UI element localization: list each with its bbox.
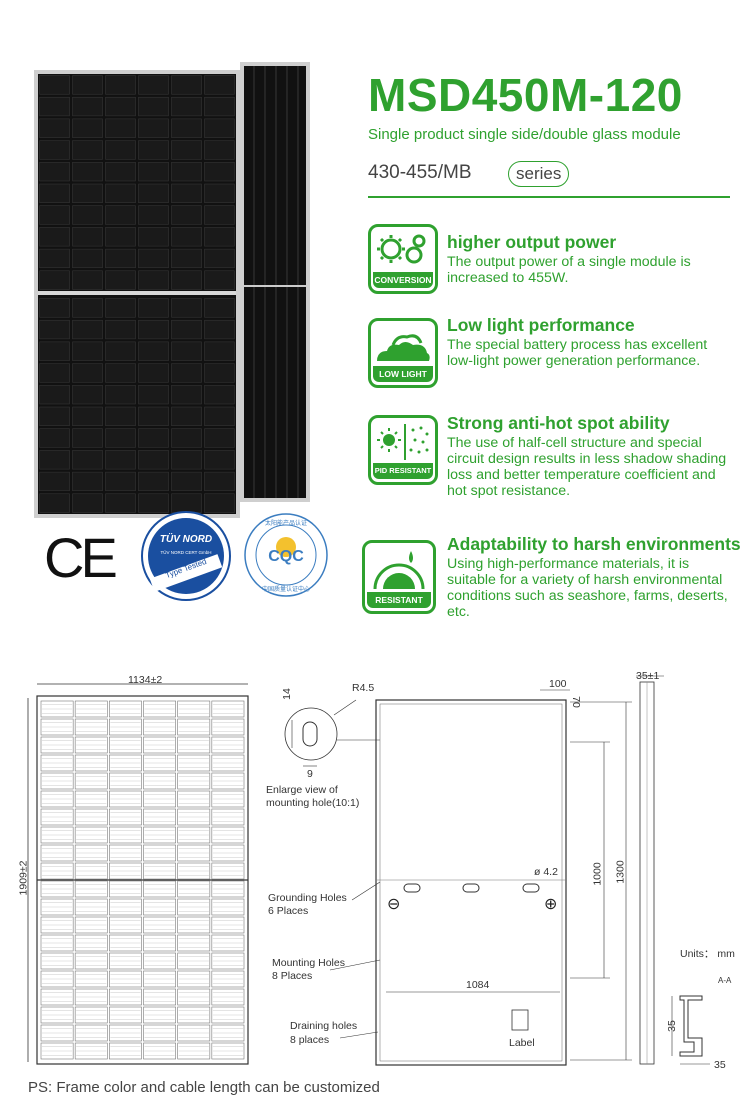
feature-badge: CONVERSION xyxy=(373,272,433,288)
grounding-holes-count: 6 Places xyxy=(268,905,309,917)
feature-desc: The special battery process has excellen… xyxy=(447,337,708,369)
section-height-35: 35 xyxy=(665,1020,678,1032)
feature-desc: The use of half-cell structure and speci… xyxy=(447,435,727,499)
cqc-logo: CQC 太阳能产品认证 中国质量认证中心 xyxy=(243,512,329,598)
conversion-gears-icon: CONVERSION xyxy=(368,224,438,294)
label-text: Label xyxy=(509,1037,535,1049)
height-dimension: 1909±2 xyxy=(17,860,30,896)
series-badge: series xyxy=(508,161,570,187)
feature-pid-resistant: PID RESISTANT xyxy=(368,415,438,485)
dimension-1300: 1300 xyxy=(614,860,627,884)
radius-dimension: R4.5 xyxy=(352,682,375,694)
negative-terminal-icon: ⊖ xyxy=(387,896,401,913)
pid-resistant-icon: PID RESISTANT xyxy=(368,415,438,485)
product-subtitle: Single product single side/double glass … xyxy=(368,126,681,143)
solar-panel-front-image xyxy=(34,70,240,518)
dimension-70: 70 xyxy=(569,696,582,708)
enlarge-label-line2: mounting hole(10:1) xyxy=(266,797,360,809)
dimension-100: 100 xyxy=(549,678,567,690)
units-label: Units： mm xyxy=(680,948,735,960)
resistant-dome-icon: RESISTANT xyxy=(362,540,436,614)
low-light-clouds-icon: LOW LIGHT xyxy=(368,318,438,388)
cqc-top-text: 太阳能产品认证 xyxy=(264,521,307,527)
section-aa-label: A-A xyxy=(718,976,732,985)
grounding-holes-label: Grounding Holes xyxy=(268,892,347,904)
dimension-1084: 1084 xyxy=(466,979,490,991)
model-title: MSD450M-120 xyxy=(368,69,683,121)
technical-drawing xyxy=(27,675,710,1066)
feature-low-light: LOW LIGHT xyxy=(368,318,438,388)
feature-desc: Using high-performance materials, it is … xyxy=(447,556,728,620)
feature-badge: LOW LIGHT xyxy=(373,366,433,382)
hole-width-dimension: 9 xyxy=(307,768,313,780)
feature-title: Low light performance xyxy=(447,315,635,335)
thickness-dimension: 35±1 xyxy=(636,670,660,682)
section-width-35: 35 xyxy=(714,1059,726,1071)
positive-terminal-icon: ⊕ xyxy=(544,896,558,913)
ce-logo: CE xyxy=(44,526,118,589)
draining-holes-count: 8 places xyxy=(290,1034,330,1046)
power-range: 430-455/MB xyxy=(368,162,472,183)
feature-title: Strong anti-hot spot ability xyxy=(447,413,670,433)
cqc-bottom-text: 中国质量认证中心 xyxy=(261,587,310,593)
hole-height-dimension: 14 xyxy=(280,688,293,700)
feature-conversion: CONVERSION xyxy=(368,224,438,294)
feature-badge: PID RESISTANT xyxy=(373,463,433,479)
header-divider xyxy=(368,196,730,198)
mounting-holes-count: 8 Places xyxy=(272,970,313,982)
draining-holes-label: Draining holes xyxy=(290,1020,358,1032)
enlarge-label-line1: Enlarge view of xyxy=(266,784,338,796)
mounting-holes-label: Mounting Holes xyxy=(272,957,345,969)
hole-diameter-dimension: ø 4.2 xyxy=(534,866,558,878)
width-dimension: 1134±2 xyxy=(128,674,163,686)
feature-badge: RESISTANT xyxy=(367,592,431,608)
feature-title: Adaptability to harsh environments xyxy=(447,534,741,554)
footer-note: PS: Frame color and cable length can be … xyxy=(28,1079,380,1096)
dimension-1000: 1000 xyxy=(591,862,604,886)
tuv-nord-logo: TÜV NORD TÜV NORD CERT GmbH Type Tested xyxy=(140,510,232,602)
feature-desc: The output power of a single module is i… xyxy=(447,254,691,286)
feature-title: higher output power xyxy=(447,232,617,252)
cqc-text: CQC xyxy=(268,548,304,565)
tuv-mid-text: TÜV NORD CERT GmbH xyxy=(160,550,212,555)
feature-resistant: RESISTANT xyxy=(362,540,436,614)
solar-panel-back-image xyxy=(240,62,310,502)
tuv-top-text: TÜV NORD xyxy=(159,534,213,545)
